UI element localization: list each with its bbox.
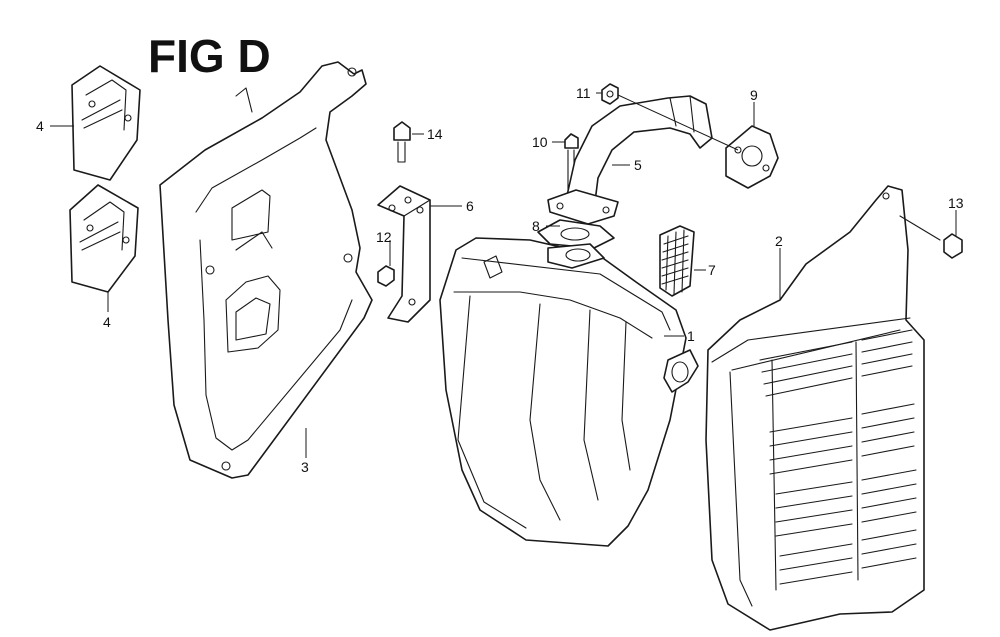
leader-lines: [50, 92, 957, 458]
callout-3: 3: [301, 459, 309, 475]
part-13-bolt: [899, 215, 963, 259]
callout-4-lower: 4: [103, 314, 111, 330]
callout-7: 7: [708, 262, 716, 278]
part-7-spark-screen: [659, 225, 695, 297]
callout-13: 13: [948, 195, 964, 211]
callout-labels: 4 4 3 14 6 12 10 11 5 9 8 7 1 2 13: [36, 85, 964, 475]
callout-10: 10: [532, 134, 548, 150]
callout-12: 12: [376, 229, 392, 245]
callout-9: 9: [750, 87, 758, 103]
callout-1: 1: [687, 328, 695, 344]
callout-11: 11: [576, 85, 591, 101]
callout-2: 2: [775, 233, 783, 249]
figure-title: FIG D: [148, 30, 271, 82]
part-4-lower-plate: [69, 184, 139, 293]
part-12-nut: [377, 265, 395, 287]
part-1-muffler: [439, 237, 699, 547]
callout-4-upper: 4: [36, 118, 44, 134]
callout-5: 5: [634, 157, 642, 173]
part-6-bracket: [377, 185, 431, 323]
part-5-exhaust-pipe: [547, 95, 713, 225]
part-14-bolt: [393, 121, 411, 163]
part-2-muffler-cover: [705, 185, 925, 631]
part-3-heat-shield: [159, 61, 373, 479]
part-11-nut: [601, 83, 619, 105]
callout-6: 6: [466, 198, 474, 214]
part-9-gasket: [725, 125, 779, 189]
callout-8: 8: [532, 218, 540, 234]
part-4-upper-plate: [71, 65, 141, 181]
callout-14: 14: [427, 126, 443, 142]
